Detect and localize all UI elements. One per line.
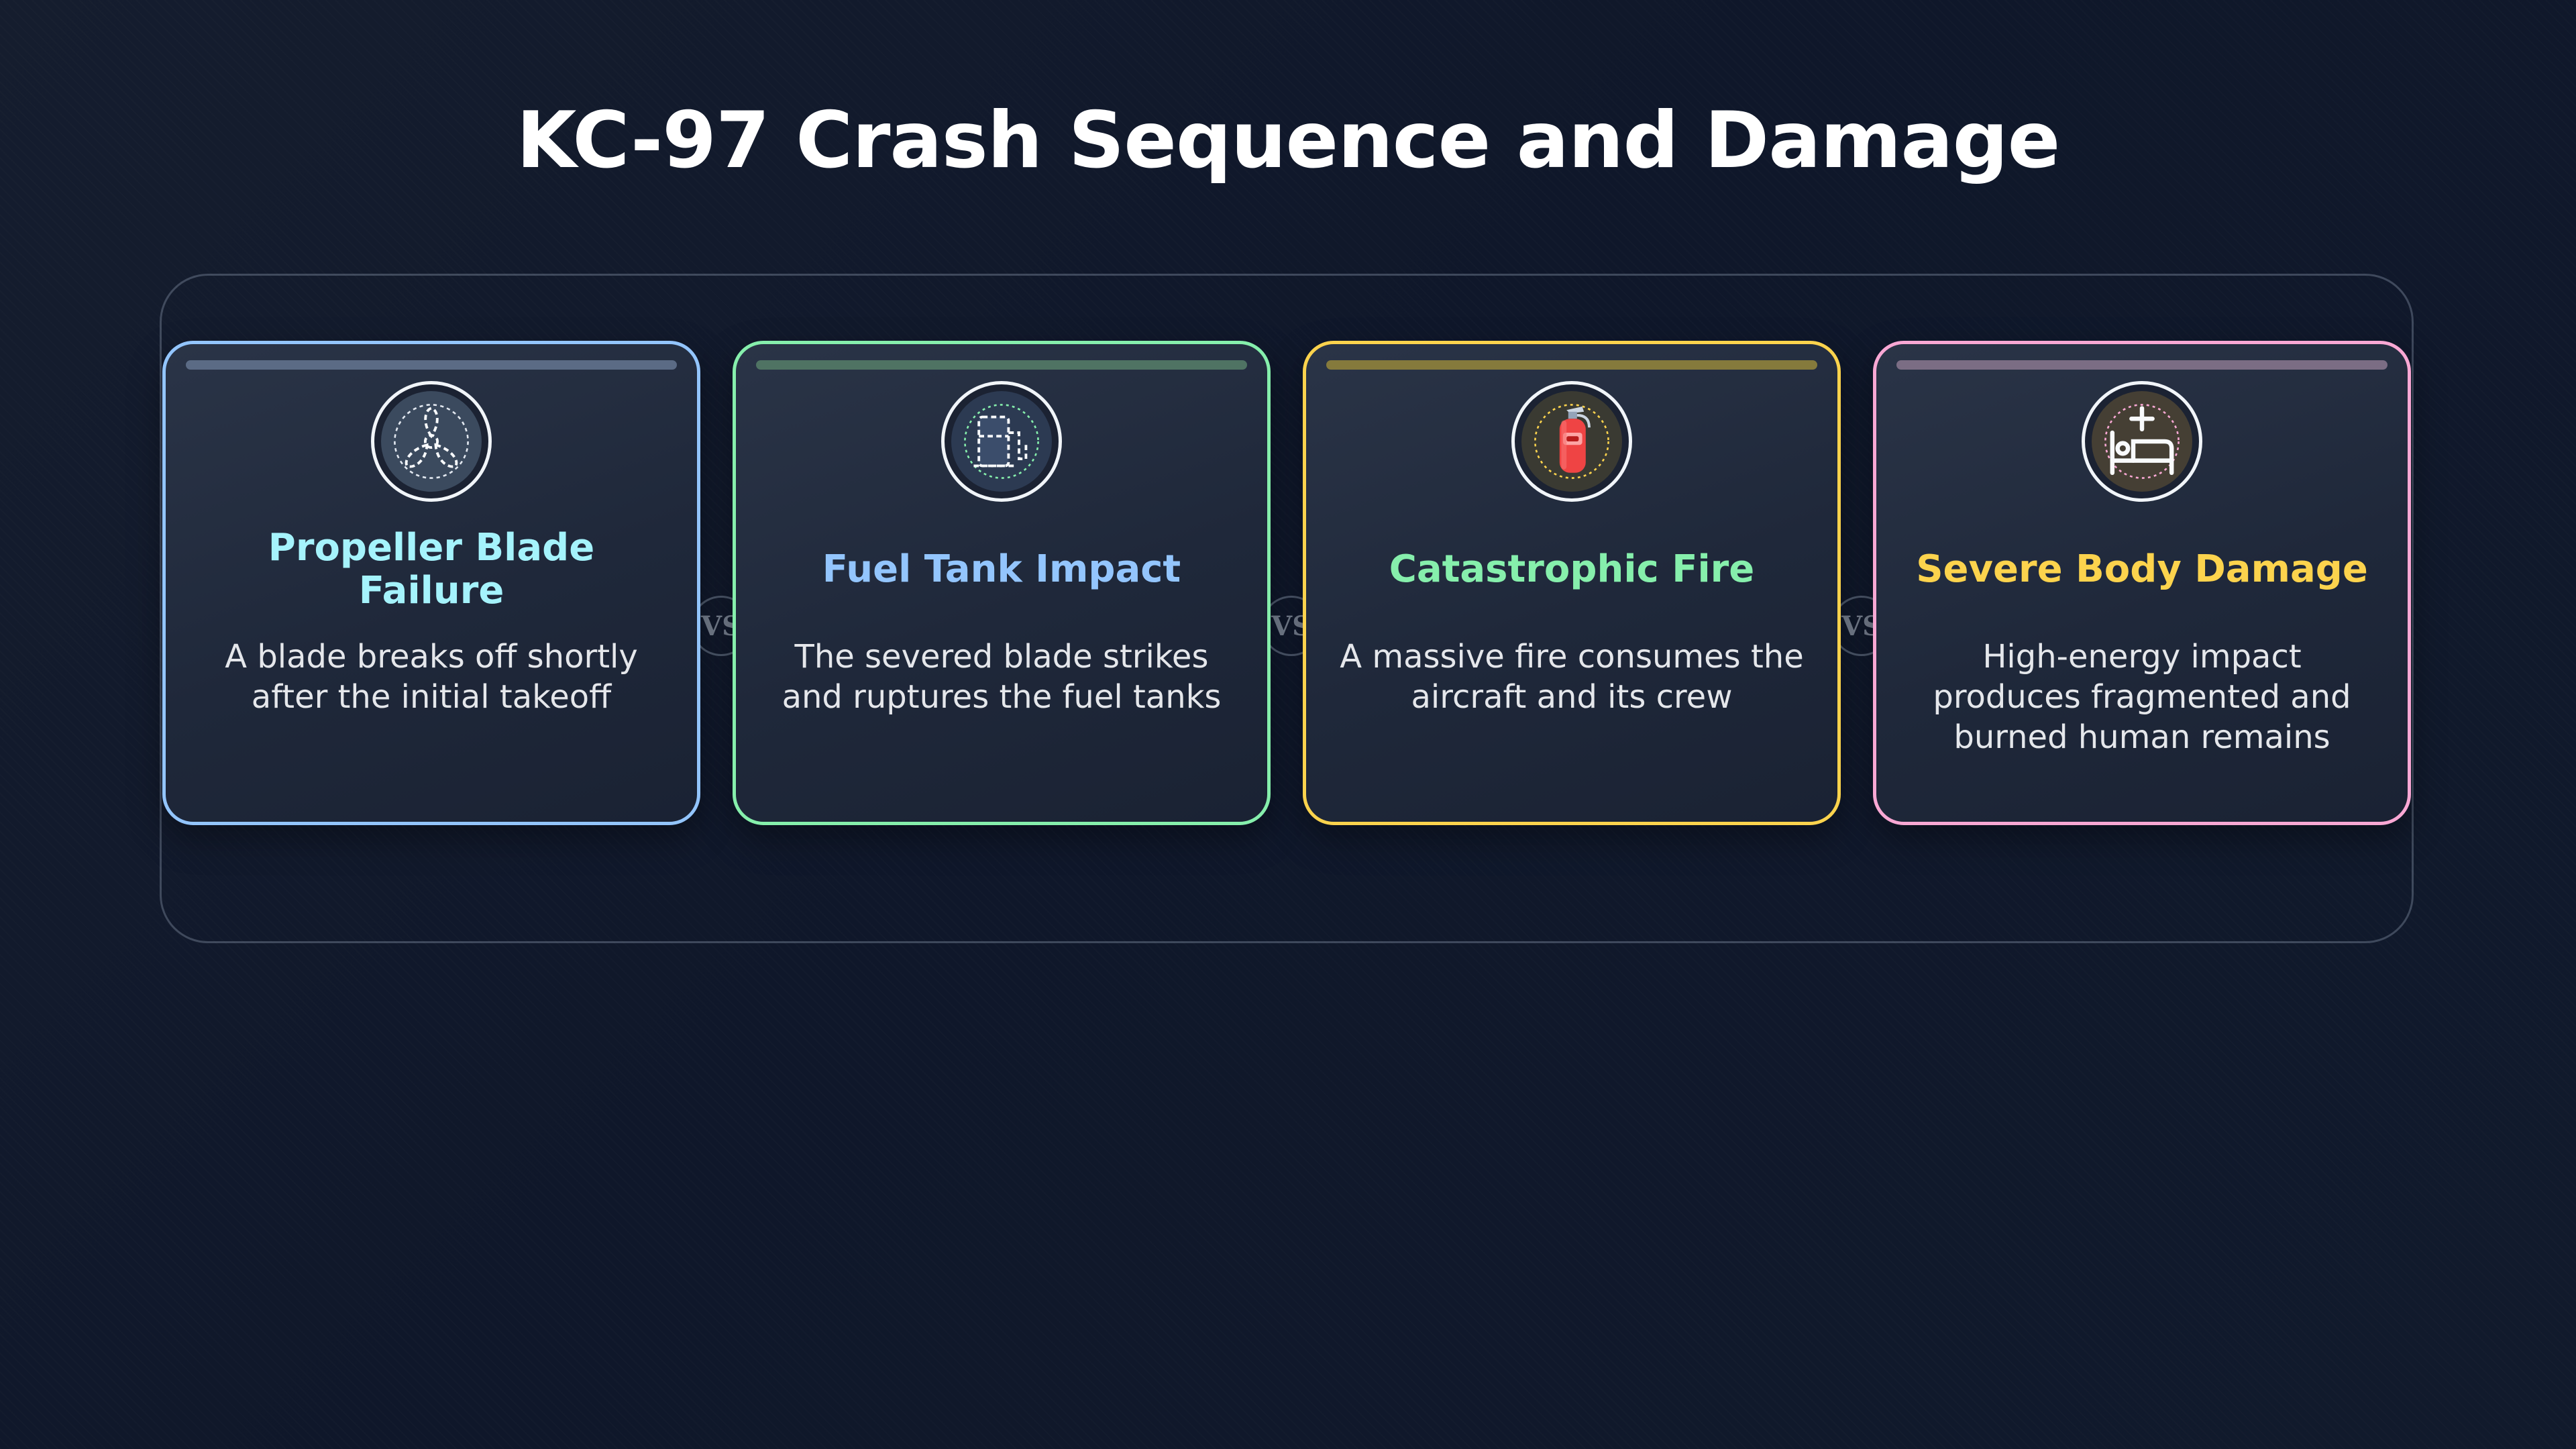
- card-accent-bar: [1896, 360, 2387, 370]
- card-title: Propeller Blade Failure: [268, 526, 595, 612]
- step-card-catastrophic-fire: Catastrophic Fire A massive fire consume…: [1303, 341, 1841, 825]
- page-title: KC-97 Crash Sequence and Damage: [516, 95, 2061, 186]
- step-card-fuel-tank-impact: Fuel Tank Impact The severed blade strik…: [733, 341, 1271, 825]
- card-description: High-energy impact produces fragmented a…: [1933, 638, 2351, 756]
- icon-badge: [941, 381, 1062, 502]
- sequence-frame: [160, 274, 2414, 943]
- card-description: A blade breaks off shortly after the ini…: [225, 638, 638, 716]
- card-title: Severe Body Damage: [1916, 547, 2368, 591]
- card-title: Catastrophic Fire: [1389, 547, 1755, 591]
- icon-badge: [371, 381, 492, 502]
- icon-badge: [1511, 381, 1632, 502]
- step-card-propeller-blade-failure: Propeller Blade Failure A blade breaks o…: [162, 341, 700, 825]
- card-description: The severed blade strikes and ruptures t…: [782, 638, 1222, 716]
- fuel-tank-icon: [964, 404, 1039, 479]
- hospital-bed-icon: [2104, 404, 2180, 479]
- card-accent-bar: [1326, 360, 1817, 370]
- fire-extinguisher-icon: [1534, 404, 1609, 479]
- card-description: A massive fire consumes the aircraft and…: [1340, 638, 1804, 716]
- icon-badge: [2082, 381, 2202, 502]
- card-accent-bar: [186, 360, 677, 370]
- step-card-severe-body-damage: Severe Body Damage High-energy impact pr…: [1873, 341, 2411, 825]
- card-title: Fuel Tank Impact: [822, 547, 1181, 591]
- propeller-icon: [394, 404, 469, 479]
- card-accent-bar: [756, 360, 1247, 370]
